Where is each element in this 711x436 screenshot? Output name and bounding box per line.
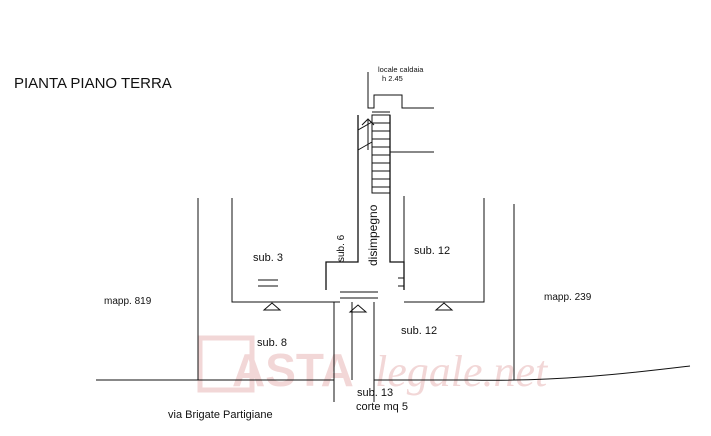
door-marker-sub12 xyxy=(434,302,454,311)
label-sub6: sub. 6 xyxy=(336,234,347,262)
door-markers xyxy=(262,302,454,313)
boiler-room: locale caldaia h 2.45 xyxy=(367,65,434,113)
label-courtyard: corte mq 5 xyxy=(356,401,408,413)
label-sub12-top: sub. 12 xyxy=(414,245,450,257)
label-parcel-left: mapp. 819 xyxy=(104,296,152,307)
watermark-asta: ASTA xyxy=(232,344,354,396)
boiler-room-height: h 2.45 xyxy=(382,74,403,83)
label-sub12-bottom: sub. 12 xyxy=(401,325,437,337)
front-walls xyxy=(333,291,378,402)
boiler-room-label: locale caldaia xyxy=(378,65,424,74)
label-parcel-right: mapp. 239 xyxy=(544,292,592,303)
corridor-walls xyxy=(325,115,434,290)
label-street: via Brigate Partigiane xyxy=(168,409,273,421)
street-line xyxy=(96,365,691,381)
door-marker-sub8 xyxy=(262,302,282,311)
watermark-legale: legale.net xyxy=(375,347,549,396)
sub3-block xyxy=(197,198,340,380)
label-sub13: sub. 13 xyxy=(357,387,393,399)
door-marker-sub13 xyxy=(348,304,368,313)
label-disimpegno: disimpegno xyxy=(366,204,380,266)
label-sub3: sub. 3 xyxy=(253,252,283,264)
staircase xyxy=(357,114,391,194)
plan-title: PIANTA PIANO TERRA xyxy=(14,75,172,92)
watermark-box xyxy=(197,335,255,393)
label-sub8: sub. 8 xyxy=(257,337,287,349)
sub12-block xyxy=(258,198,515,380)
